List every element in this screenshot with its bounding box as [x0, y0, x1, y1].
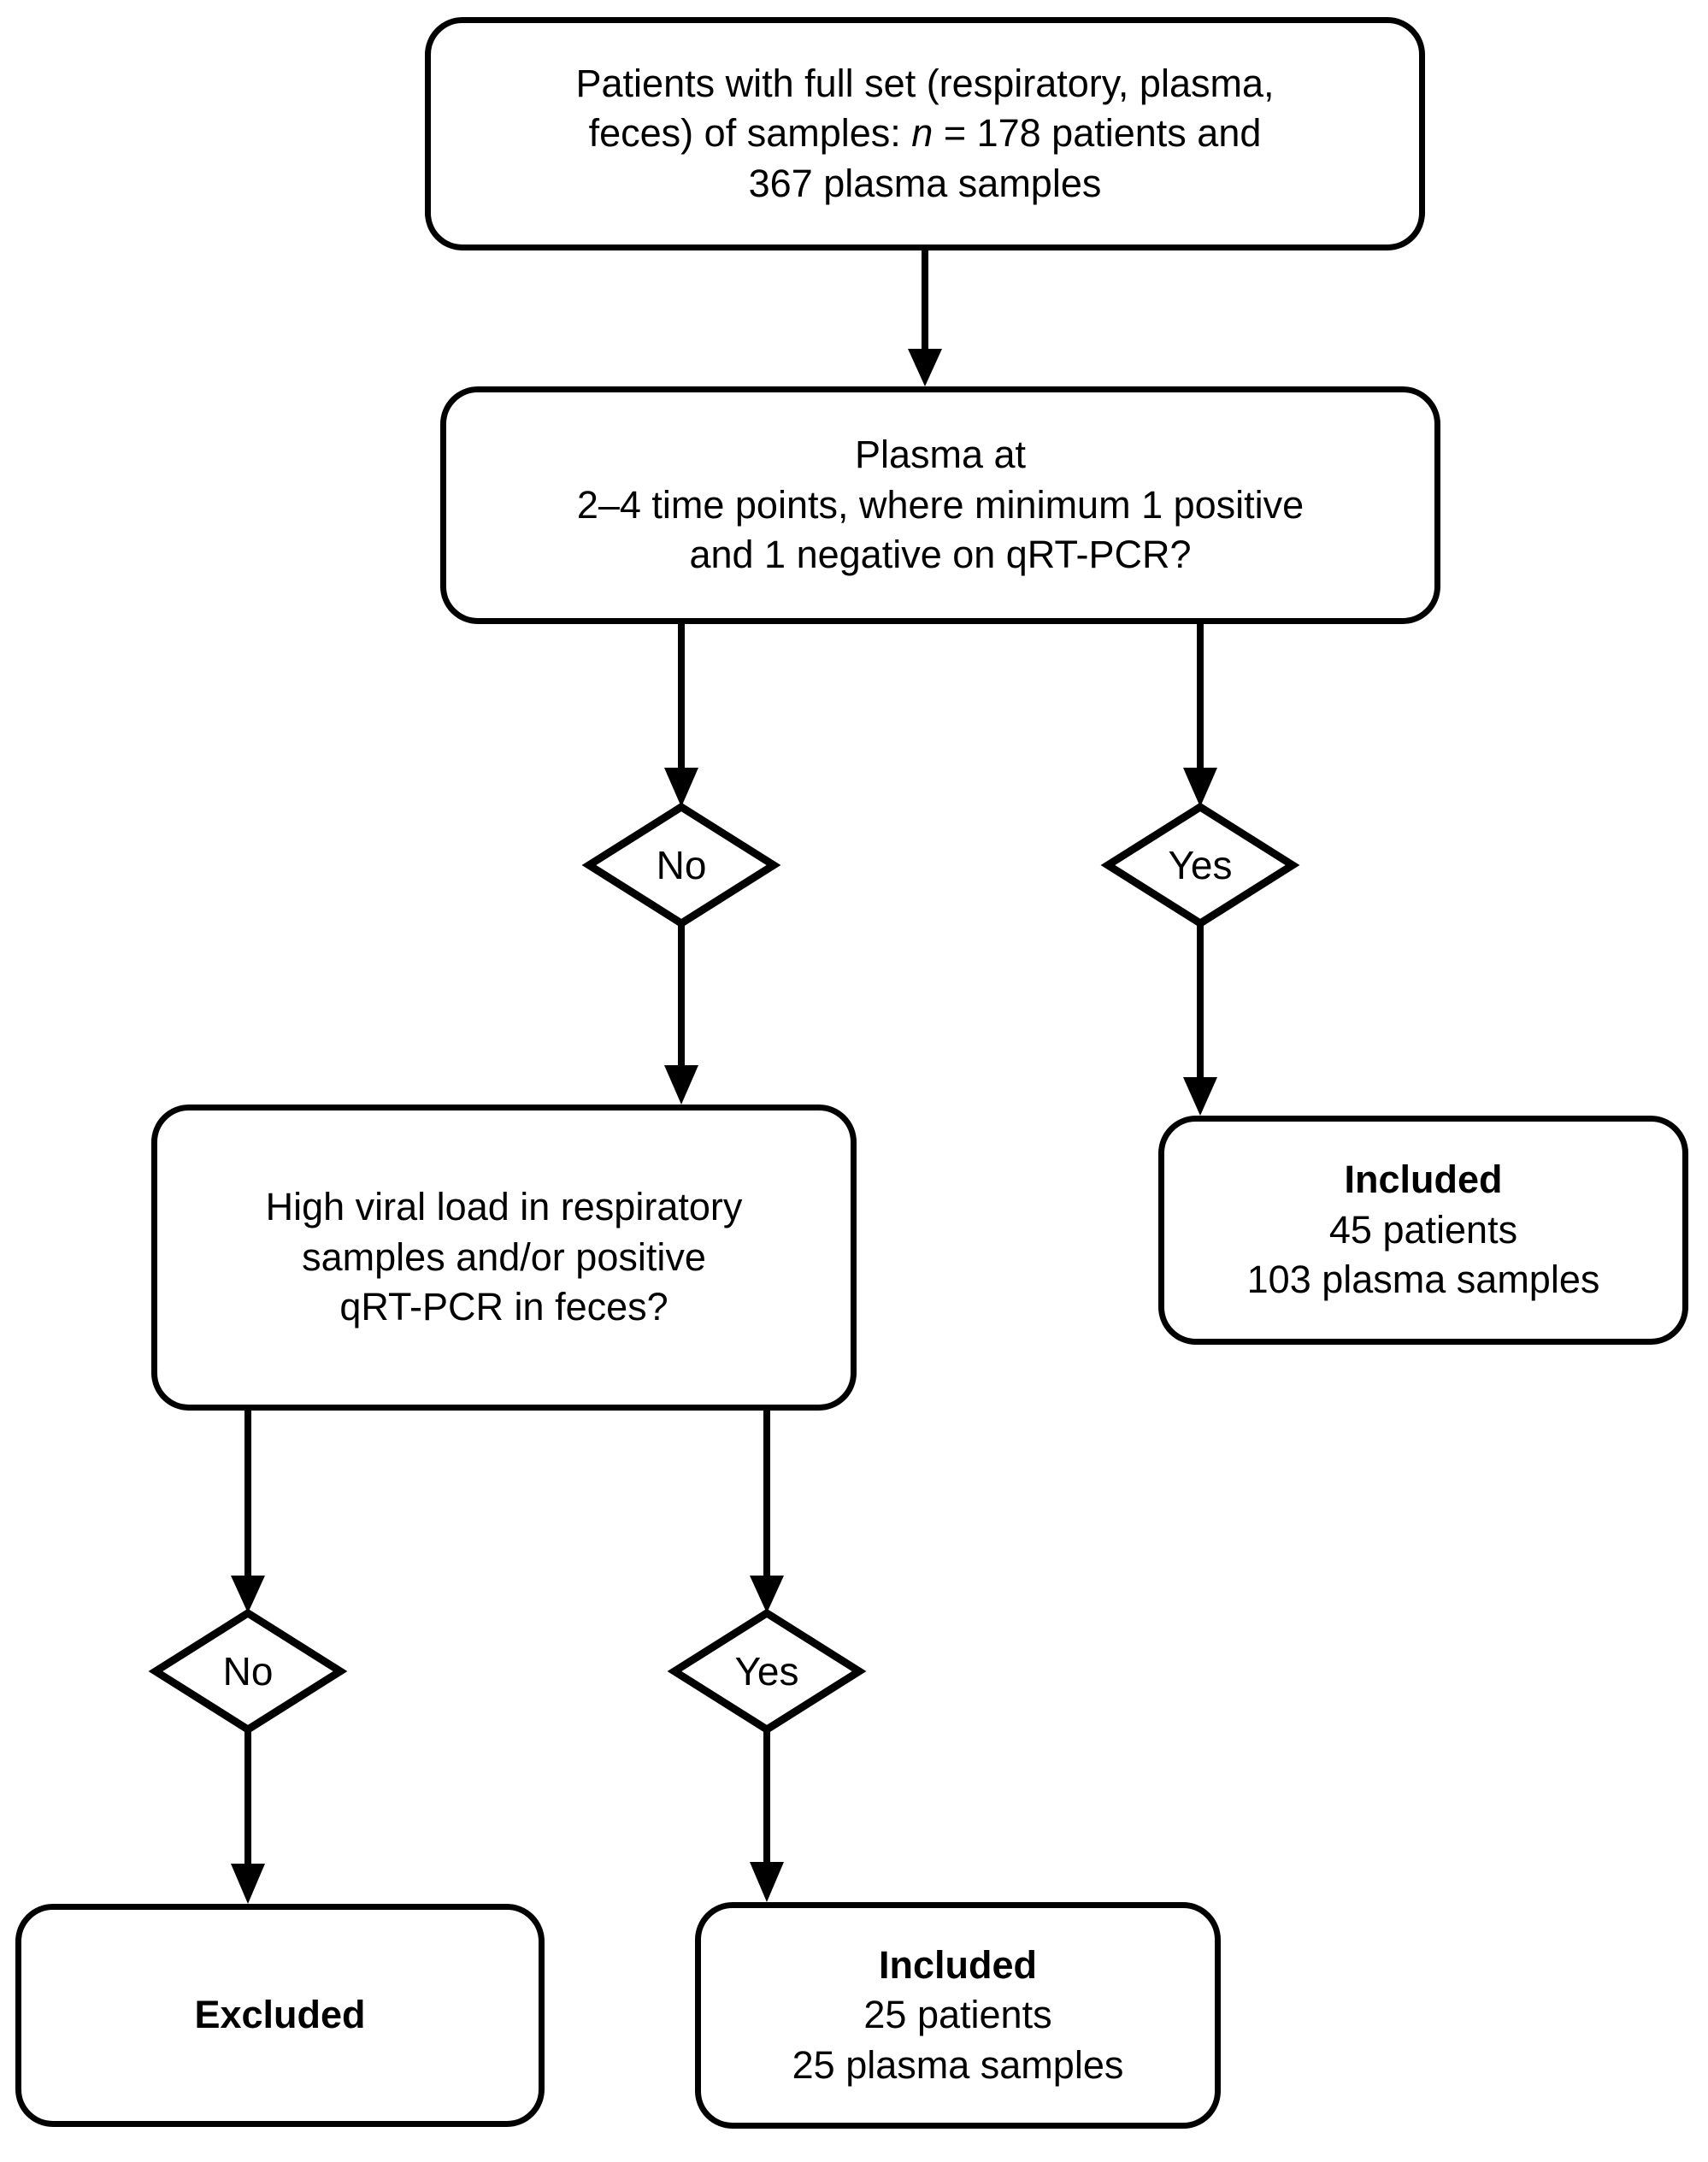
- source-line-1: Patients with full set (respiratory, pla…: [575, 61, 1275, 105]
- diamond-label-plasma-no: No: [656, 843, 707, 887]
- edge-viral-decision-to-yes: [750, 1411, 784, 1613]
- node-excluded: Excluded: [15, 1904, 545, 2127]
- node-viral-load-decision: High viral load in respiratory samples a…: [151, 1105, 857, 1411]
- diamond-label-viral-no: No: [222, 1649, 274, 1694]
- plasma-decision-line-2: 2–4 time points, where minimum 1 positiv…: [576, 482, 1305, 527]
- excluded-heading: Excluded: [194, 1993, 366, 2037]
- edge-plasma-decision-to-yes: [1183, 624, 1217, 807]
- edge-source-to-plasma-decision: [908, 250, 942, 386]
- italic-n: n: [911, 111, 934, 156]
- source-line-2: feces) of samples: n = 178 patients and: [588, 111, 1262, 156]
- included-25-heading: Included: [878, 1942, 1037, 1987]
- plasma-decision-line-1: Plasma at: [854, 433, 1027, 477]
- node-included-45: Included 45 patients 103 plasma samples: [1158, 1116, 1688, 1345]
- viral-decision-line-1: High viral load in respiratory: [265, 1185, 743, 1229]
- edge-plasma-decision-to-no: [664, 624, 698, 807]
- plasma-decision-line-3: and 1 negative on qRT-PCR?: [689, 533, 1192, 577]
- included-25-patients: 25 patients: [863, 1993, 1052, 2037]
- diamond-label-viral-yes: Yes: [734, 1649, 799, 1694]
- edge-viral-decision-to-no: [231, 1411, 265, 1613]
- node-source-cohort: Patients with full set (respiratory, pla…: [425, 17, 1425, 250]
- included-45-samples: 103 plasma samples: [1246, 1258, 1600, 1302]
- viral-decision-line-2: samples and/or positive: [302, 1234, 706, 1279]
- included-45-patients: 45 patients: [1328, 1207, 1518, 1252]
- edge-plasma-yes-to-included-45: [1183, 923, 1217, 1116]
- edge-viral-no-to-excluded: [231, 1729, 265, 1904]
- node-included-25: Included 25 patients 25 plasma samples: [695, 1902, 1221, 2129]
- edge-viral-yes-to-included-25: [750, 1729, 784, 1902]
- included-25-samples: 25 plasma samples: [792, 2042, 1124, 2087]
- node-plasma-decision: Plasma at 2–4 time points, where minimum…: [440, 386, 1440, 624]
- included-45-heading: Included: [1344, 1158, 1503, 1202]
- source-line-3: 367 plasma samples: [748, 161, 1102, 205]
- viral-decision-line-3: qRT-PCR in feces?: [339, 1285, 668, 1329]
- edge-plasma-no-to-viral-decision: [664, 923, 698, 1105]
- diamond-label-plasma-yes: Yes: [1168, 843, 1233, 887]
